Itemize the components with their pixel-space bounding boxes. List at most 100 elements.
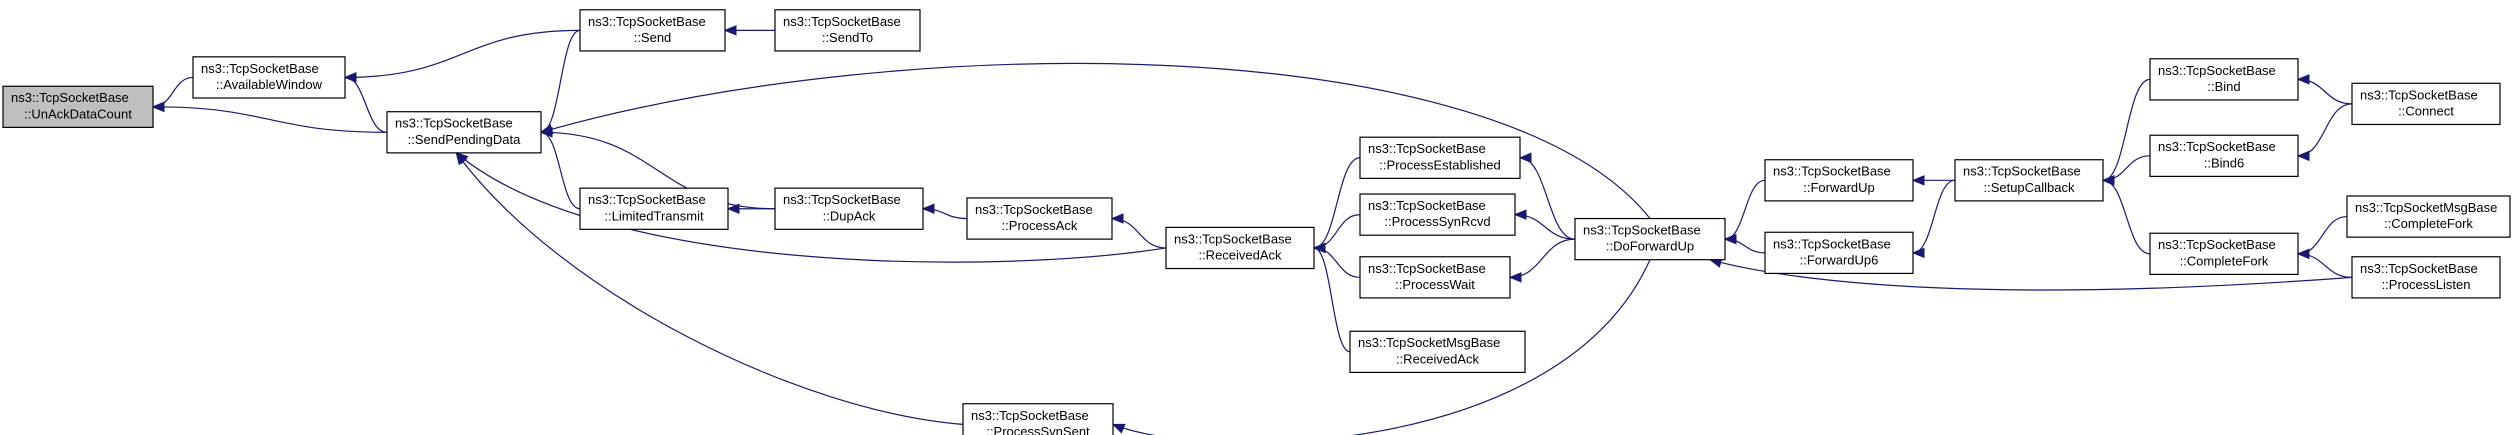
edge-line <box>1313 247 1361 278</box>
node-sendto[interactable]: ns3::TcpSocketBase::SendTo <box>774 9 921 52</box>
node-send[interactable]: ns3::TcpSocketBase::Send <box>579 9 726 52</box>
node-method-label: ::ForwardUp6 <box>1800 252 1879 267</box>
node-class-label: ns3::TcpSocketBase <box>395 116 513 131</box>
node-box <box>2351 82 2501 126</box>
node-class-label: ns3::TcpSocketBase <box>588 14 706 29</box>
edge-line <box>2297 103 2353 157</box>
node-class-label: ns3::TcpSocketBase <box>975 202 1093 217</box>
edge-setupcb-to-fwdup <box>1911 175 1955 186</box>
node-method-label: ::Connect <box>2398 103 2454 118</box>
node-proclisten[interactable]: ns3::TcpSocketBase::ProcessListen <box>2351 256 2501 299</box>
edge-sendpend-to-availwin <box>343 72 388 133</box>
edge-line <box>2102 179 2151 255</box>
edge-limtx-to-sendpend <box>539 127 581 210</box>
edge-msgrecvack-to-recvack <box>1312 242 1351 353</box>
edge-line <box>540 131 581 210</box>
node-procest[interactable]: ns3::TcpSocketBase::ProcessEstablished <box>1359 136 1521 179</box>
node-class-label: ns3::TcpSocketBase <box>1773 236 1891 251</box>
arrowhead-icon <box>2101 175 2115 186</box>
node-method-label: ::ProcessSynSent <box>986 424 1090 435</box>
edge-line <box>1313 157 1361 249</box>
node-sendpend[interactable]: ns3::TcpSocketBase::SendPendingData <box>386 111 542 154</box>
node-procsynrcvd[interactable]: ns3::TcpSocketBase::ProcessSynRcvd <box>1359 193 1516 236</box>
node-box <box>1359 136 1521 179</box>
node-msgcompfork[interactable]: ns3::TcpSocketMsgBase::CompleteFork <box>2346 195 2511 238</box>
node-method-label: ::SendTo <box>822 30 873 45</box>
node-box <box>2 85 154 128</box>
edge-send-to-availwin <box>343 29 581 83</box>
node-class-label: ns3::TcpSocketBase <box>1368 198 1486 213</box>
node-bind[interactable]: ns3::TcpSocketBase::Bind <box>2149 58 2299 101</box>
arrowhead-icon <box>455 151 468 166</box>
node-class-label: ns3::TcpSocketBase <box>1963 164 2081 179</box>
edge-line <box>1509 238 1576 278</box>
node-class-label: ns3::TcpSocketBase <box>2158 237 2276 252</box>
edge-line <box>2102 78 2151 181</box>
node-class-label: ns3::TcpSocketBase <box>1174 231 1292 246</box>
arrowhead-icon <box>1110 213 1124 224</box>
node-procsynsent[interactable]: ns3::TcpSocketBase::ProcessSynSent <box>962 403 1114 435</box>
edge-line <box>2297 215 2348 255</box>
arrowhead-icon <box>1508 272 1522 283</box>
node-method-label: ::ReceivedAck <box>1396 351 1480 366</box>
node-procwait[interactable]: ns3::TcpSocketBase::ProcessWait <box>1359 256 1511 299</box>
node-procack[interactable]: ns3::TcpSocketBase::ProcessAck <box>966 197 1113 240</box>
edge-line <box>152 106 388 133</box>
node-method-label: ::Bind <box>2207 79 2240 94</box>
edge-procack-to-dupack <box>921 203 968 220</box>
edge-recvack-to-procack <box>1110 213 1167 249</box>
node-method-label: ::ProcessWait <box>1395 277 1475 292</box>
edge-line <box>1313 214 1361 249</box>
edge-proclisten-to-compfork <box>2296 248 2353 278</box>
arrowhead-icon <box>539 124 554 135</box>
node-bind6[interactable]: ns3::TcpSocketBase::Bind6 <box>2149 134 2299 178</box>
node-method-label: ::ProcessAck <box>1002 218 1078 233</box>
node-msgrecvack[interactable]: ns3::TcpSocketMsgBase::ReceivedAck <box>1349 330 1526 373</box>
edge-dofwdup-to-procest <box>1518 152 1576 240</box>
arrowhead-icon <box>1723 233 1737 245</box>
node-class-label: ns3::TcpSocketBase <box>971 408 1089 423</box>
edge-line <box>1313 247 1351 353</box>
node-compfork[interactable]: ns3::TcpSocketBase::CompleteFork <box>2149 232 2299 276</box>
node-method-label: ::AvailableWindow <box>216 77 323 92</box>
node-limtx[interactable]: ns3::TcpSocketBase::LimitedTransmit <box>579 187 729 230</box>
node-box <box>774 9 921 52</box>
edge-line <box>152 76 194 108</box>
edge-line <box>540 62 1651 219</box>
node-dofwdup[interactable]: ns3::TcpSocketBase::DoForwardUp <box>1574 217 1726 261</box>
arrowhead-icon <box>2296 150 2310 162</box>
edge-fwdup-to-dofwdup <box>1723 179 1766 245</box>
node-class-label: ns3::TcpSocketBase <box>1368 141 1486 156</box>
node-box <box>2149 232 2299 276</box>
arrowhead-icon <box>723 25 737 36</box>
arrowhead-icon <box>1312 242 1326 254</box>
node-method-label: ::SendPendingData <box>408 132 522 147</box>
node-class-label: ns3::TcpSocketMsgBase <box>1358 335 1500 350</box>
edge-line <box>540 131 776 210</box>
node-fwdup6[interactable]: ns3::TcpSocketBase::ForwardUp6 <box>1764 231 1914 275</box>
node-method-label: ::SetupCallback <box>1983 180 2075 195</box>
node-dupack[interactable]: ns3::TcpSocketBase::DupAck <box>774 187 924 230</box>
edge-procest-to-recvack <box>1312 157 1361 254</box>
node-box <box>1359 193 1516 236</box>
edge-dofwdup-to-procsynsent <box>1111 259 1651 435</box>
arrowhead-icon <box>921 203 935 214</box>
arrowhead-icon <box>1911 247 1925 259</box>
edge-line <box>455 152 964 425</box>
node-class-label: ns3::TcpSocketBase <box>11 90 129 105</box>
node-fwdup[interactable]: ns3::TcpSocketBase::ForwardUp <box>1764 159 1914 202</box>
edge-fwdup6-to-dofwdup <box>1723 233 1766 254</box>
node-availwin[interactable]: ns3::TcpSocketBase::AvailableWindow <box>192 56 346 99</box>
edge-connect-to-bind6 <box>2296 103 2353 162</box>
edge-connect-to-bind <box>2296 74 2353 105</box>
node-box <box>1954 159 2104 202</box>
node-recvack[interactable]: ns3::TcpSocketBase::ReceivedAck <box>1165 226 1315 270</box>
node-unack[interactable]: ns3::TcpSocketBase::UnAckDataCount <box>2 85 154 128</box>
node-class-label: ns3::TcpSocketBase <box>2360 87 2478 102</box>
node-connect[interactable]: ns3::TcpSocketBase::Connect <box>2351 82 2501 126</box>
edge-line <box>1724 179 1766 240</box>
node-setupcb[interactable]: ns3::TcpSocketBase::SetupCallback <box>1954 159 2104 202</box>
node-box <box>2149 58 2299 101</box>
node-box <box>2346 195 2511 238</box>
